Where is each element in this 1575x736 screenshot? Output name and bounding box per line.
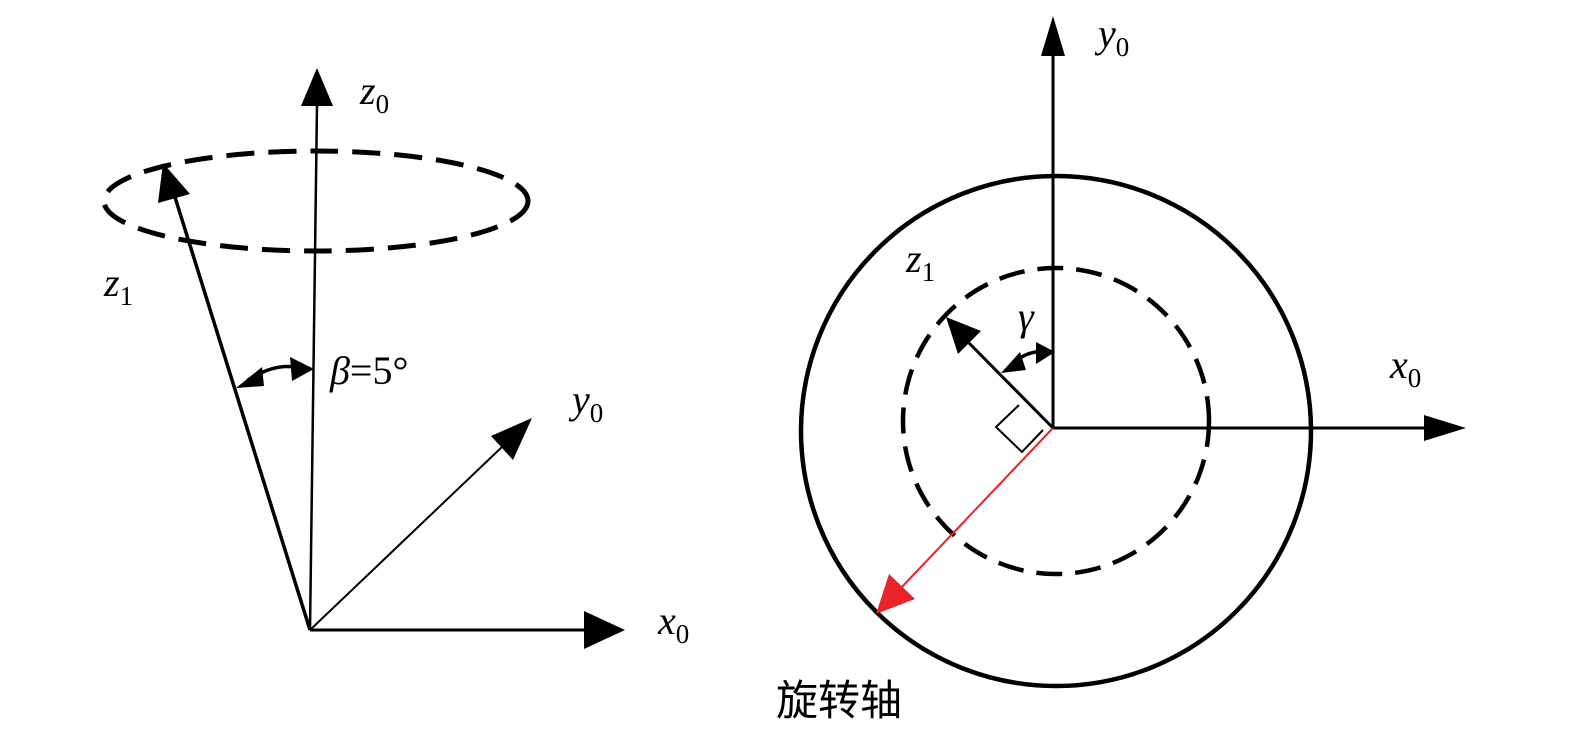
left-z1-arrowhead — [158, 163, 190, 203]
left-y0-arrowhead — [491, 418, 532, 460]
rotation-axis-caption: 旋转轴 — [776, 676, 902, 725]
right-z1-label: z1 — [905, 236, 935, 287]
right-x0-arrowhead — [1424, 415, 1466, 441]
gamma-arc-arrowhead-right — [1036, 342, 1055, 364]
rotation-axis-arrowhead — [876, 574, 915, 614]
beta-arc-arrowhead-right — [290, 357, 314, 381]
left-z1-label: z1 — [103, 260, 133, 311]
right-z1-arrowhead — [946, 317, 981, 354]
right-x0-label: x0 — [1389, 342, 1421, 393]
left-y0-axis — [309, 445, 504, 631]
left-z0-arrowhead — [301, 68, 333, 106]
right-y0-arrowhead — [1041, 16, 1065, 56]
left-y0-label: y0 — [568, 377, 603, 428]
right-y0-label: y0 — [1094, 11, 1129, 62]
beta-arc-arrowhead-left — [236, 367, 264, 388]
left-x0-arrowhead — [584, 611, 625, 649]
left-z1-axis — [172, 193, 312, 631]
right-z1-projection — [967, 341, 1055, 430]
outer-circle — [798, 173, 1314, 689]
left-z0-axis — [308, 104, 319, 631]
left-z0-label: z0 — [359, 68, 389, 119]
right-topview-diagram: y0 x0 z1 γ 旋转轴 — [776, 11, 1466, 725]
left-x0-label: x0 — [657, 598, 689, 649]
beta-angle-label: β=5° — [329, 348, 408, 393]
inner-dashed-circle — [900, 265, 1212, 577]
right-angle-marker — [994, 404, 1044, 454]
gamma-arc-arrowhead-left — [1001, 352, 1026, 373]
gamma-angle-label: γ — [1018, 294, 1035, 339]
rotation-axis-line — [899, 427, 1054, 590]
left-cone-diagram: z0 z1 y0 x0 β=5° — [101, 68, 689, 649]
